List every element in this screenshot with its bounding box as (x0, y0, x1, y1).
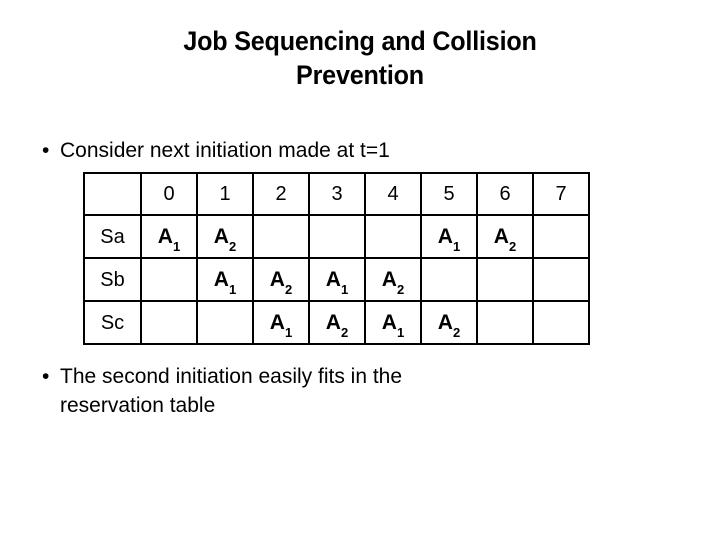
cell-sb-3: A1 (308, 257, 366, 302)
bullet-marker-icon: • (42, 365, 50, 388)
cell-op-letter: A (437, 311, 453, 334)
cell-sb-6 (476, 257, 534, 302)
reservation-table-body: Sa A1 A2 A1 A2 Sb A1 A2 A1 A2 Sc A (83, 214, 590, 345)
row-label-sb: Sb (83, 257, 142, 302)
cell-op-letter: A (157, 225, 173, 248)
page-title-line-2: Prevention (296, 60, 424, 90)
cell-sc-7 (532, 300, 590, 345)
cell-op-letter: A (213, 225, 229, 248)
reservation-table: 0 1 2 3 4 5 6 7 Sa A1 A2 A1 A2 Sb A1 A2 (83, 172, 590, 345)
cell-sb-5 (420, 257, 478, 302)
cell-op-subscript: 2 (340, 325, 349, 341)
cell-sa-6: A2 (476, 214, 534, 259)
bullet-item-2-text: The second initiation easily fits in the… (60, 365, 403, 417)
row-label-sc: Sc (83, 300, 142, 345)
cell-op-letter: A (437, 225, 453, 248)
reservation-table-header: 0 1 2 3 4 5 6 7 (83, 172, 590, 216)
page-title-line-1: Job Sequencing and Collision (183, 26, 537, 56)
cell-sc-0 (140, 300, 198, 345)
cell-op-subscript: 1 (340, 282, 349, 298)
cell-op-letter: A (269, 268, 285, 291)
cell-op-subscript: 2 (284, 282, 293, 298)
cell-sa-1: A2 (196, 214, 254, 259)
column-header-2: 2 (252, 172, 310, 216)
column-header-3: 3 (308, 172, 366, 216)
cell-sb-4: A2 (364, 257, 422, 302)
bullet-item-1: • Consider next initiation made at t=1 (34, 136, 674, 165)
table-row: Sa A1 A2 A1 A2 (83, 214, 590, 259)
cell-sa-0: A1 (140, 214, 198, 259)
bullet-item-2: • The second initiation easily fits in t… (34, 362, 594, 420)
column-header-6: 6 (476, 172, 534, 216)
bullet-marker-icon: • (42, 139, 50, 162)
column-header-4: 4 (364, 172, 422, 216)
column-header-7: 7 (532, 172, 590, 216)
cell-sb-1: A1 (196, 257, 254, 302)
cell-op-letter: A (325, 311, 341, 334)
cell-op-letter: A (325, 268, 341, 291)
cell-op-subscript: 1 (284, 325, 293, 341)
cell-op-subscript: 2 (508, 239, 517, 255)
table-corner-cell (83, 172, 142, 216)
cell-sb-2: A2 (252, 257, 310, 302)
column-header-5: 5 (420, 172, 478, 216)
cell-op-subscript: 1 (172, 239, 181, 255)
cell-sc-1 (196, 300, 254, 345)
bullet-item-1-text: Consider next initiation made at t=1 (60, 139, 390, 162)
cell-op-subscript: 2 (228, 239, 237, 255)
column-header-0: 0 (140, 172, 198, 216)
cell-op-subscript: 2 (452, 325, 461, 341)
cell-op-subscript: 2 (396, 282, 405, 298)
cell-sa-7 (532, 214, 590, 259)
cell-sb-0 (140, 257, 198, 302)
cell-sc-6 (476, 300, 534, 345)
page-title: Job Sequencing and Collision Prevention (81, 24, 639, 92)
table-row: Sc A1 A2 A1 A2 (83, 300, 590, 345)
row-label-sa: Sa (83, 214, 142, 259)
cell-sa-4 (364, 214, 422, 259)
cell-sc-2: A1 (252, 300, 310, 345)
cell-sa-5: A1 (420, 214, 478, 259)
cell-sa-3 (308, 214, 366, 259)
cell-op-letter: A (493, 225, 509, 248)
cell-sc-3: A2 (308, 300, 366, 345)
cell-sb-7 (532, 257, 590, 302)
cell-op-subscript: 1 (452, 239, 461, 255)
table-header-row: 0 1 2 3 4 5 6 7 (83, 172, 590, 216)
cell-sc-4: A1 (364, 300, 422, 345)
column-header-1: 1 (196, 172, 254, 216)
cell-op-letter: A (213, 268, 229, 291)
cell-sa-2 (252, 214, 310, 259)
cell-op-letter: A (381, 268, 397, 291)
cell-op-letter: A (269, 311, 285, 334)
table-row: Sb A1 A2 A1 A2 (83, 257, 590, 302)
cell-op-letter: A (381, 311, 397, 334)
cell-op-subscript: 1 (228, 282, 237, 298)
cell-sc-5: A2 (420, 300, 478, 345)
cell-op-subscript: 1 (396, 325, 405, 341)
